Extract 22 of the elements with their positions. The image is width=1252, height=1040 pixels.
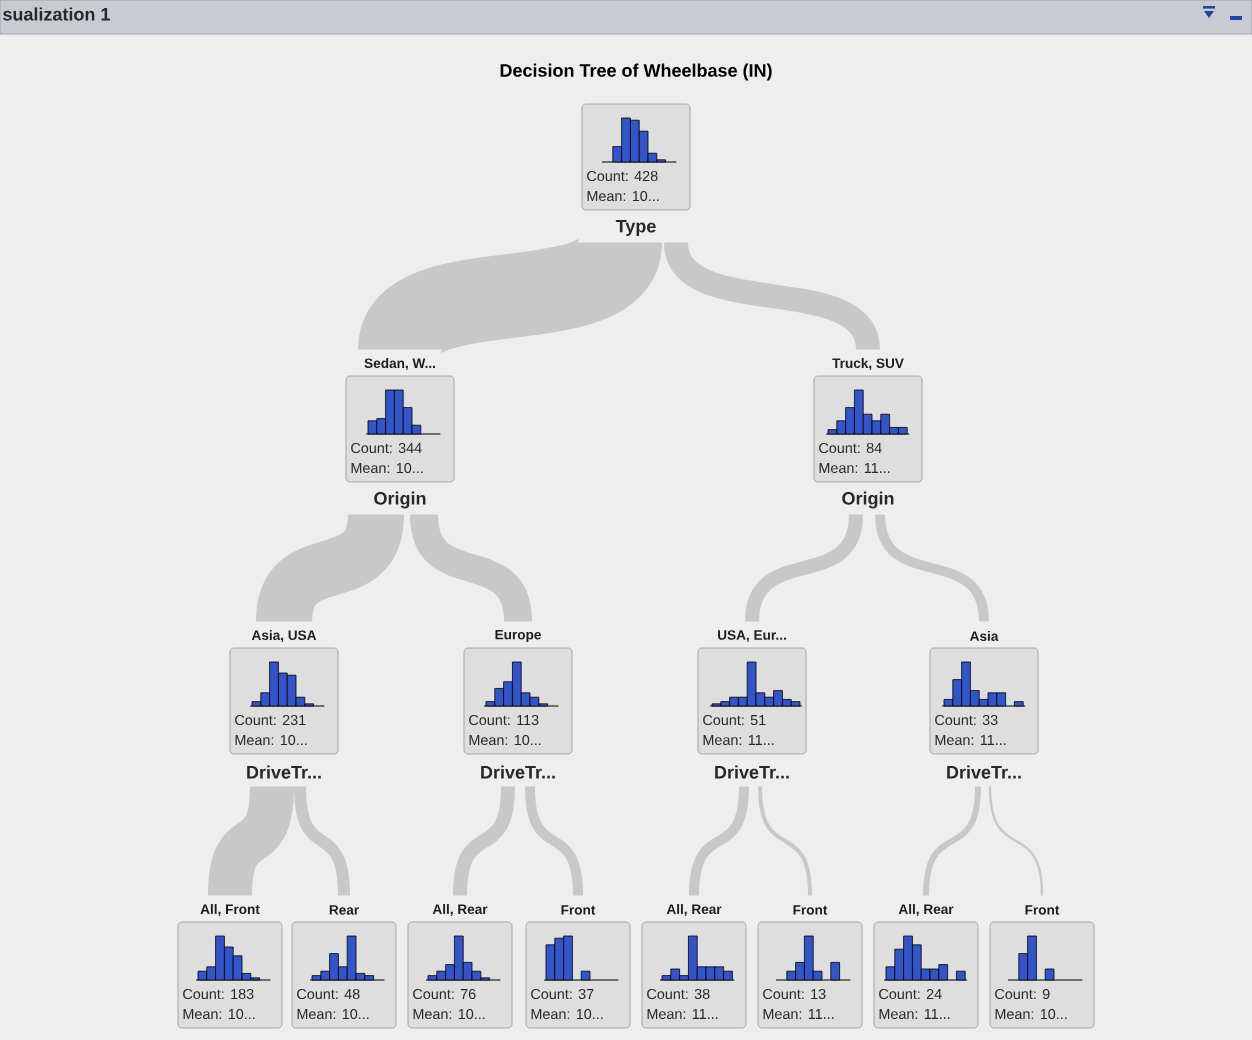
panel-title: sualization 1	[3, 7, 110, 21]
split-variable: Origin	[374, 491, 426, 509]
tree-branch	[453, 786, 515, 896]
tree-branch	[256, 511, 404, 625]
tree-branch	[410, 512, 532, 624]
title: Decision Tree of Wheelbase (IN)	[500, 63, 772, 81]
tree-branch	[664, 239, 880, 353]
split-variable: DriveTr...	[715, 765, 789, 779]
split-variable: DriveTr...	[481, 765, 555, 779]
split-variable: DriveTr...	[947, 765, 1021, 779]
tree-branch	[294, 786, 350, 896]
split-variable: Origin	[842, 491, 894, 509]
tree-branch	[758, 786, 812, 896]
tree-branch	[988, 786, 1044, 896]
tree-branch	[745, 513, 863, 623]
tree-branch	[923, 786, 981, 896]
tree-branch	[875, 513, 989, 623]
split-variable: DriveTr...	[247, 765, 321, 779]
split-variable: Type	[615, 219, 656, 237]
tree-branch	[208, 785, 294, 897]
tree-branch	[525, 786, 583, 896]
tree-branch	[689, 786, 749, 896]
